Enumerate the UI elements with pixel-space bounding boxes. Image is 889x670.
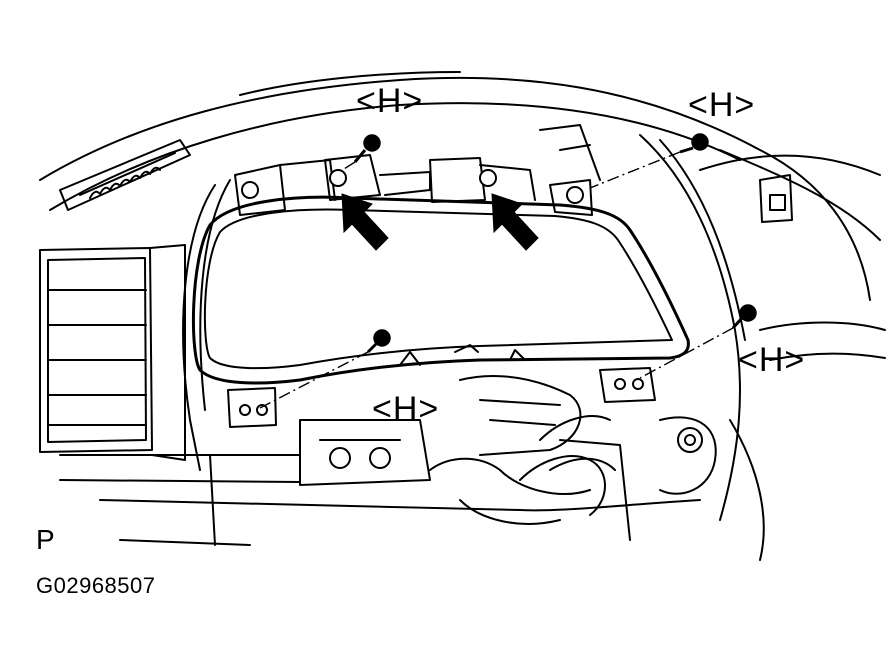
callout-h-top-left: <H> [356,82,424,120]
arrow-icon [491,193,539,251]
bracket-fasteners [329,169,497,187]
figure-code: G02968507 [36,573,156,598]
upper-brackets [234,124,601,216]
callout-h-right: <H> [738,341,806,379]
left-air-vent [39,244,186,461]
callout-h-center: <H> [372,390,440,428]
screw-center-icon [366,329,391,354]
defroster-grille [59,139,191,211]
installation-guides [259,151,734,409]
technician-hand [429,415,616,525]
dashboard-outline [39,71,886,361]
side-mark-label: P [36,524,55,555]
clip-arrows [341,193,539,251]
screw-top-right-icon [679,133,709,154]
combination-meter [191,195,690,385]
callout-h-top-right: <H> [688,86,756,124]
lower-brackets [227,367,656,428]
screws [353,133,757,354]
right-panel [759,174,793,223]
steering-column [59,374,717,546]
cluster-opening [182,134,765,561]
arrow-icon [341,193,389,251]
screw-right-icon [731,304,757,330]
screw-top-left-icon [353,134,381,163]
